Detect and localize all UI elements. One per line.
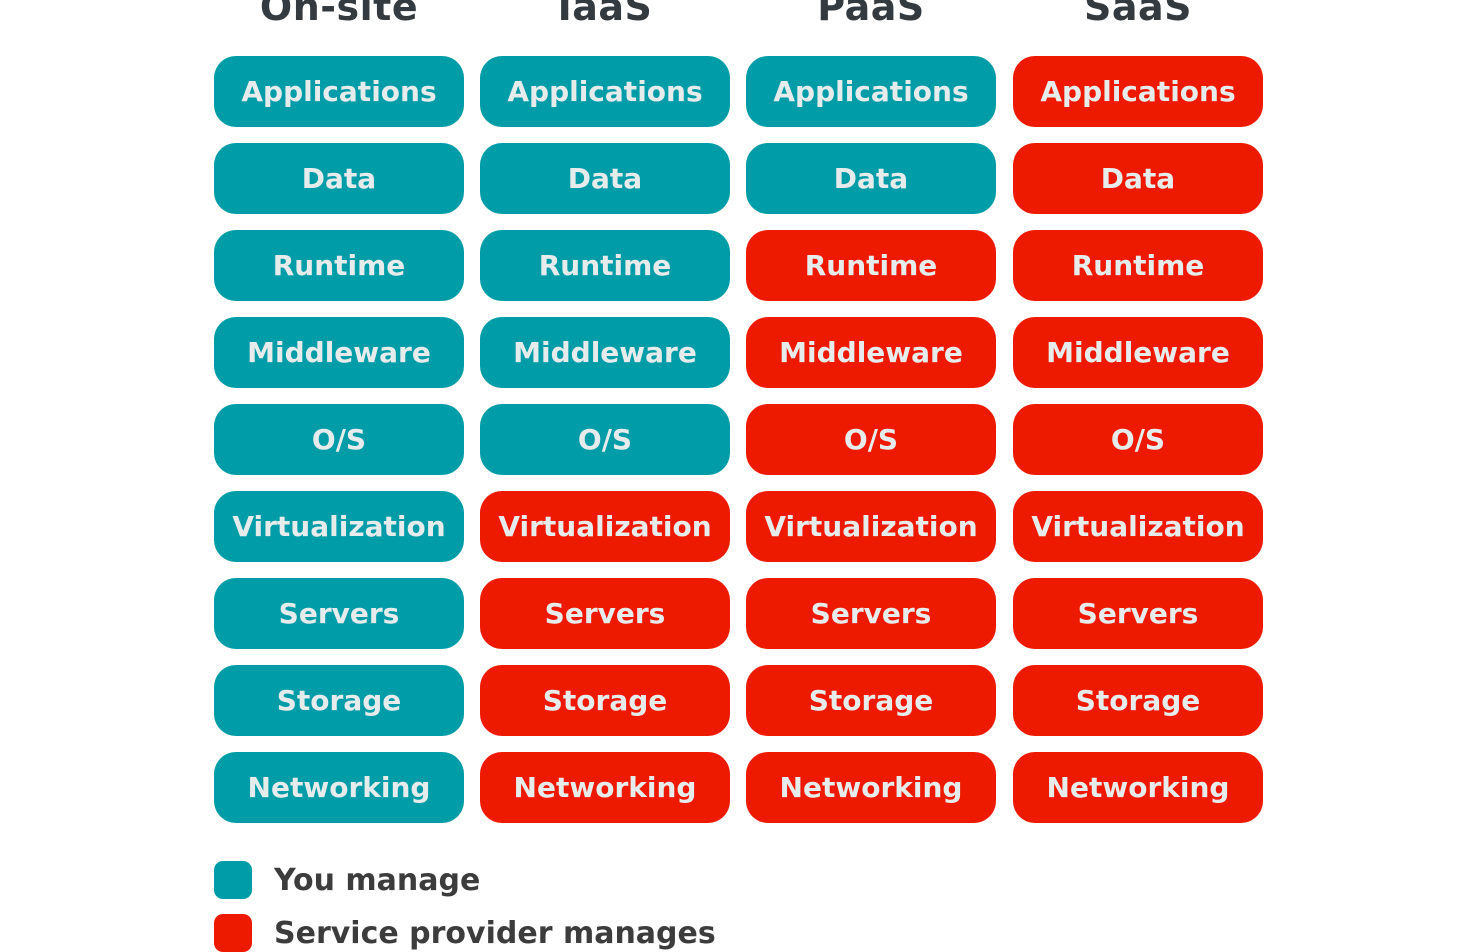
- layer-cell-networking: Networking: [480, 752, 730, 823]
- layer-cell-runtime: Runtime: [1013, 230, 1263, 301]
- layer-cell-runtime: Runtime: [214, 230, 464, 301]
- column-header-iaas: IaaS: [557, 0, 653, 29]
- layer-cell-middleware: Middleware: [746, 317, 996, 388]
- layer-cell-o-s: O/S: [1013, 404, 1263, 475]
- layer-cell-applications: Applications: [214, 56, 464, 127]
- layer-cell-data: Data: [214, 143, 464, 214]
- layer-cell-servers: Servers: [214, 578, 464, 649]
- layer-cell-runtime: Runtime: [480, 230, 730, 301]
- legend-label-you: You manage: [274, 862, 481, 898]
- layer-cell-virtualization: Virtualization: [214, 491, 464, 562]
- legend-provider-manages: Service provider manages: [214, 914, 716, 952]
- legend-you-manage: You manage: [214, 861, 480, 899]
- legend-swatch-you: [214, 861, 252, 899]
- layer-cell-servers: Servers: [480, 578, 730, 649]
- layer-cell-data: Data: [1013, 143, 1263, 214]
- layer-cell-networking: Networking: [1013, 752, 1263, 823]
- legend-label-provider: Service provider manages: [274, 915, 716, 951]
- layer-cell-runtime: Runtime: [746, 230, 996, 301]
- column-header-paas: PaaS: [817, 0, 925, 29]
- column-header-saas: SaaS: [1083, 0, 1193, 29]
- layer-cell-networking: Networking: [214, 752, 464, 823]
- legend-swatch-provider: [214, 914, 252, 952]
- layer-cell-applications: Applications: [746, 56, 996, 127]
- layer-cell-data: Data: [480, 143, 730, 214]
- layer-cell-applications: Applications: [480, 56, 730, 127]
- layer-cell-virtualization: Virtualization: [480, 491, 730, 562]
- layer-cell-virtualization: Virtualization: [746, 491, 996, 562]
- layer-cell-applications: Applications: [1013, 56, 1263, 127]
- layer-cell-storage: Storage: [214, 665, 464, 736]
- layer-cell-o-s: O/S: [746, 404, 996, 475]
- layer-cell-o-s: O/S: [480, 404, 730, 475]
- layer-cell-data: Data: [746, 143, 996, 214]
- layer-cell-o-s: O/S: [214, 404, 464, 475]
- layer-cell-storage: Storage: [480, 665, 730, 736]
- layer-cell-storage: Storage: [746, 665, 996, 736]
- layer-cell-middleware: Middleware: [480, 317, 730, 388]
- column-header-on-site: On-site: [259, 0, 419, 29]
- layer-cell-servers: Servers: [1013, 578, 1263, 649]
- layer-cell-servers: Servers: [746, 578, 996, 649]
- layer-cell-storage: Storage: [1013, 665, 1263, 736]
- layer-cell-middleware: Middleware: [214, 317, 464, 388]
- layer-cell-networking: Networking: [746, 752, 996, 823]
- layer-cell-virtualization: Virtualization: [1013, 491, 1263, 562]
- layer-cell-middleware: Middleware: [1013, 317, 1263, 388]
